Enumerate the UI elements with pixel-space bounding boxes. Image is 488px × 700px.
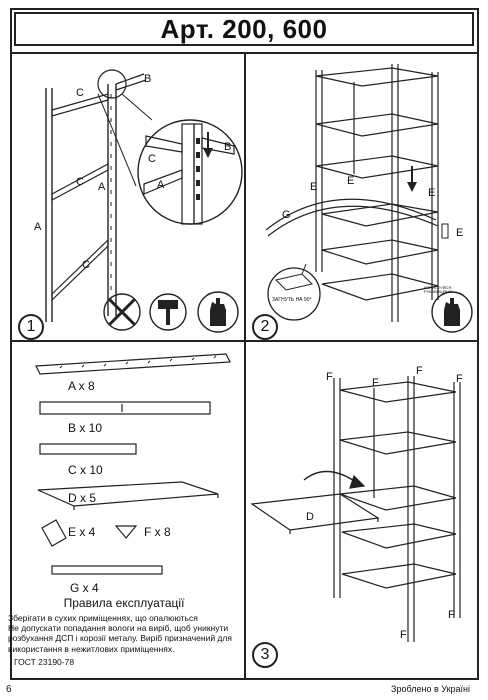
parts-illustrations bbox=[35, 353, 231, 575]
step-number: 2 bbox=[252, 314, 278, 340]
part-e-count: E x 4 bbox=[68, 525, 96, 539]
rubber-mallet-icon bbox=[149, 293, 187, 331]
label-a: A bbox=[157, 179, 165, 191]
panel-step-2: E E E E G ЗАГНУТЬ НА 90° КОРИСТУЙСЯ РУКА… bbox=[244, 52, 479, 342]
shelf-frame-assembly-illustration bbox=[45, 69, 243, 333]
label-a: A bbox=[34, 221, 42, 233]
panel-step-3: D F F F F F F 3 bbox=[244, 340, 479, 680]
part-g-count: G x 4 bbox=[70, 581, 99, 595]
label-e: E bbox=[347, 175, 355, 187]
label-f: F bbox=[326, 371, 333, 383]
label-f: F bbox=[448, 609, 455, 621]
label-f: F bbox=[372, 377, 379, 389]
usage-rules: Правила експлуатації Зберігати в сухих п… bbox=[8, 596, 240, 654]
shelf-rack-bracing-illustration bbox=[265, 64, 473, 333]
gost-standard: ГОСТ 23190-78 bbox=[14, 657, 75, 667]
label-e: E bbox=[456, 227, 464, 239]
label-g: G bbox=[282, 209, 291, 221]
made-in-label: Зроблено в Україні bbox=[391, 684, 470, 694]
label-e: E bbox=[428, 187, 436, 199]
gloves-icon bbox=[197, 291, 239, 333]
part-a-count: A x 8 bbox=[68, 379, 95, 393]
shelf-installation-illustration bbox=[250, 376, 461, 642]
part-b-count: B x 10 bbox=[68, 421, 103, 435]
part-f-count: F x 8 bbox=[144, 525, 171, 539]
label-d: D bbox=[306, 511, 314, 523]
gloves-icon bbox=[431, 291, 473, 333]
label-b: B bbox=[224, 141, 232, 153]
glove-note: КОРИСТУЙСЯ РУКАВИЦЯМИ bbox=[424, 285, 452, 294]
page-number: 6 bbox=[6, 684, 12, 695]
label-c: C bbox=[148, 153, 156, 165]
panel-step-1: A A A B B C C C C 1 bbox=[10, 52, 246, 342]
label-e: E bbox=[310, 181, 318, 193]
step-number: 1 bbox=[18, 314, 44, 340]
label-c: C bbox=[76, 176, 84, 188]
label-f: F bbox=[456, 373, 463, 385]
label-c: C bbox=[82, 259, 90, 271]
no-hammer-icon bbox=[103, 293, 141, 331]
part-c-count: C x 10 bbox=[68, 463, 103, 477]
label-f: F bbox=[400, 629, 407, 641]
label-f: F bbox=[416, 365, 423, 377]
step-number: 3 bbox=[252, 642, 278, 668]
bend-note: ЗАГНУТЬ НА 90° bbox=[272, 297, 312, 303]
part-d-count: D x 5 bbox=[68, 491, 97, 505]
label-c: C bbox=[76, 87, 84, 99]
rules-text: Зберігати в сухих приміщеннях, що опалюю… bbox=[8, 613, 232, 654]
label-b: B bbox=[144, 73, 152, 85]
rules-title: Правила експлуатації bbox=[63, 596, 185, 610]
label-a: A bbox=[98, 181, 106, 193]
page-title: Арт. 200, 600 bbox=[14, 12, 474, 46]
